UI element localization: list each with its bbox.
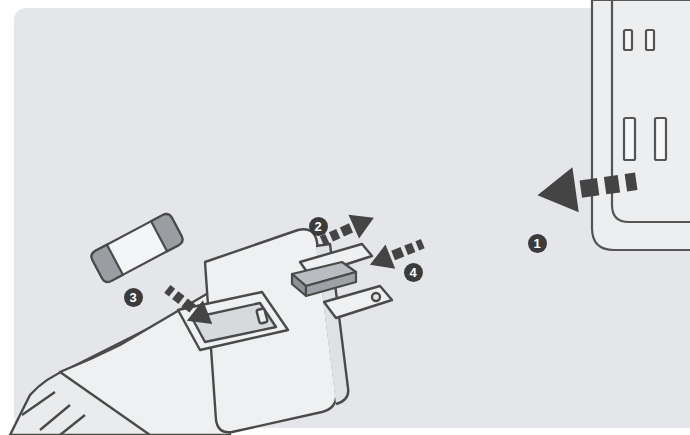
fuse-cover bbox=[292, 262, 356, 296]
insert-arrow bbox=[159, 279, 220, 335]
callout-number: 1 bbox=[528, 234, 547, 253]
callout-number: 3 bbox=[124, 288, 143, 307]
remove-arrow bbox=[534, 159, 639, 218]
fuse bbox=[89, 212, 184, 284]
callout-number: 2 bbox=[309, 217, 328, 236]
callout-number: 4 bbox=[404, 263, 423, 282]
wall-outlet bbox=[592, 0, 690, 250]
plug bbox=[10, 229, 392, 435]
